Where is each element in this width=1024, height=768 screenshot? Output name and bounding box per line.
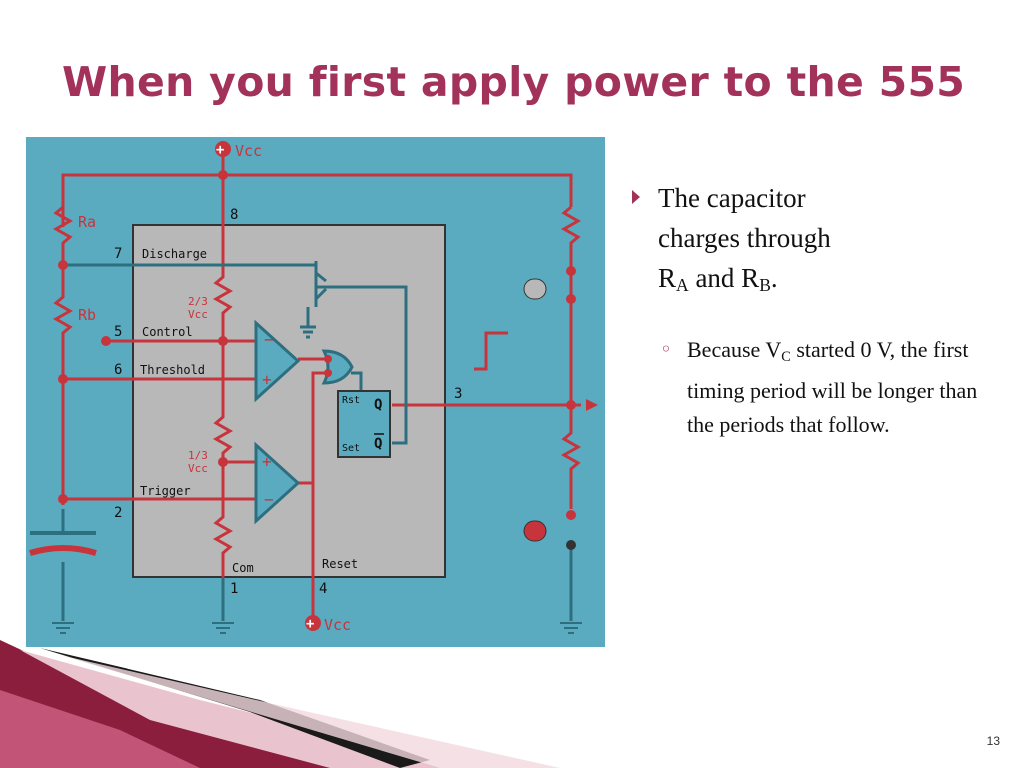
bullet-circle-icon: ◦ [660,337,672,361]
label-pin4: 4 [319,581,327,597]
label-control: Control [142,325,193,339]
svg-text:+: + [262,452,272,471]
label-two-thirds-vcc: Vcc [188,308,208,321]
label-trigger: Trigger [140,484,191,498]
page-number: 13 [986,734,1000,748]
label-rb: Rb [78,306,96,324]
label-pin2: 2 [114,505,122,521]
label-qbar: Q [374,436,382,452]
label-two-thirds: 2/3 [188,295,208,308]
label-q: Q [374,397,382,413]
bullet-list: The capacitor charges through RA and RB.… [628,178,1008,442]
label-reset: Reset [322,557,358,571]
label-discharge: Discharge [142,247,207,261]
svg-text:+: + [306,616,314,632]
svg-text:−: − [264,490,274,509]
label-vcc-bottom: Vcc [324,616,351,634]
label-set: Set [342,443,360,454]
label-rst: Rst [342,395,360,406]
label-pin5: 5 [114,324,122,340]
label-pin6: 6 [114,362,122,378]
label-pin7: 7 [114,246,122,262]
svg-text:+: + [262,370,272,389]
label-pin3: 3 [454,386,462,402]
label-com: Com [232,561,254,575]
circuit-diagram: − + + − + + [26,137,605,647]
label-one-third: 1/3 [188,449,208,462]
label-vcc-top: Vcc [235,142,262,160]
label-ra: Ra [78,213,96,231]
svg-text:−: − [264,330,274,349]
svg-text:+: + [216,142,224,158]
bullet-arrow-icon [632,190,640,204]
label-threshold: Threshold [140,363,205,377]
label-one-third-vcc: Vcc [188,462,208,475]
bullet-sub: ◦ Because VC started 0 V, the first timi… [628,333,1008,442]
label-pin1: 1 [230,581,238,597]
slide-title: When you first apply power to the 555 [62,58,966,106]
bullet-main: The capacitor charges through RA and RB. [628,178,1008,305]
label-pin8: 8 [230,207,238,223]
